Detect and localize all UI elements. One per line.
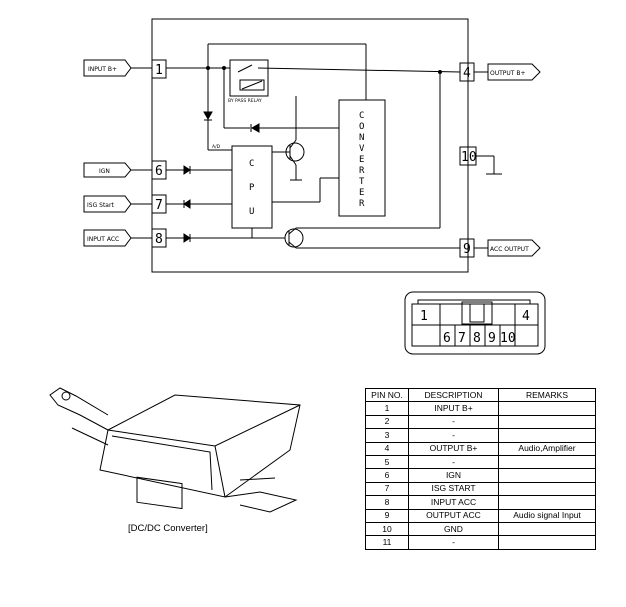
cell-pin-no: 10 [365,521,409,537]
label-acc-output: ACC OUTPUT [490,246,529,253]
label-ign: IGN [99,168,110,175]
header-pin-no: PIN NO. [365,387,409,403]
pin-label-6: 6 [155,164,163,179]
input-acc-connector [83,229,132,247]
cpu-letter: P [249,183,255,193]
table-row: 11- [365,535,596,550]
table-row: 3- [365,428,596,443]
pin-label-8: 8 [155,232,163,247]
cell-pin-no: 1 [365,401,409,416]
input-b-connector [83,59,132,77]
converter-letter: R [359,166,365,176]
cell-remarks [498,481,596,497]
cell-pin-no: 11 [365,535,409,550]
cpu-letter: U [249,207,254,217]
converter-letter: E [359,188,364,198]
connector-pin-1: 1 [420,309,428,324]
pin-label-7: 7 [155,198,163,213]
cell-description: ISG START [408,481,499,497]
cell-pin-no: 7 [365,481,409,497]
pin-label-1: 1 [155,63,163,78]
converter-letter: N [359,133,364,143]
module-outline [151,18,469,273]
illustration-caption: [DC/DC Converter] [128,523,208,534]
cell-remarks [498,495,596,510]
ign-connector [83,162,132,178]
cell-pin-no: 8 [365,495,409,510]
cell-remarks [498,414,596,430]
cell-description: - [408,535,499,550]
label-output-b: OUTPUT B+ [490,70,526,77]
table-row: 2- [365,414,596,430]
cell-remarks [498,454,596,470]
connector-pin-6: 6 [443,331,451,346]
label-input-b: INPUT B+ [88,66,117,73]
connector-pin-7: 7 [458,331,466,346]
cell-description: - [408,414,499,430]
connector-pin-9: 9 [488,331,496,346]
cell-remarks: Audio signal Input [498,508,596,523]
table-row: 5- [365,454,596,470]
cell-pin-no: 6 [365,468,409,483]
cell-pin-no: 3 [365,428,409,443]
cell-pin-no: 4 [365,441,409,456]
converter-letter: V [359,144,365,154]
dc-dc-converter-illustration [49,387,301,513]
cell-remarks [498,428,596,443]
cell-description: OUTPUT ACC [408,508,499,523]
header-description: DESCRIPTION [408,387,499,403]
connector-pin-4: 4 [522,309,530,324]
connector-face [404,291,546,355]
output-b-connector [487,63,541,81]
converter-letter: T [359,177,365,187]
label-bypass-relay: BY PASS RELAY [228,98,262,104]
cell-description: - [408,454,499,470]
cell-description: INPUT B+ [408,401,499,416]
pin-label-4: 4 [463,66,471,81]
cpu-letter: C [249,159,254,169]
cell-remarks [498,401,596,416]
converter-letter: E [359,155,364,165]
pin-label-10: 10 [461,150,477,165]
cell-description: GND [408,521,499,537]
acc-output-connector [487,239,541,257]
cell-pin-no: 9 [365,508,409,523]
cell-remarks [498,535,596,550]
cell-description: - [408,428,499,443]
pin-box-1 [151,59,167,79]
bypass-relay [229,59,269,97]
converter-letter: C [359,111,364,121]
converter-letter: O [359,122,364,132]
isg-start-connector [83,195,132,213]
cell-pin-no: 5 [365,454,409,470]
table-header-row: PIN NO. DESCRIPTION REMARKS [365,387,596,403]
cell-description: IGN [408,468,499,483]
label-input-acc: INPUT ACC [87,236,119,243]
label-isg-start: ISG Start [87,202,114,209]
cell-remarks [498,521,596,537]
connector-pin-10: 10 [500,331,516,346]
pin-label-9: 9 [463,242,471,257]
label-ad: A/D [212,144,221,150]
header-remarks: REMARKS [498,387,596,403]
cell-description: OUTPUT B+ [408,441,499,456]
converter-block [338,99,386,217]
cell-remarks [498,468,596,483]
connector-pin-8: 8 [473,331,481,346]
cell-description: INPUT ACC [408,495,499,510]
cell-remarks: Audio,Amplifier [498,441,596,456]
cell-pin-no: 2 [365,414,409,430]
converter-letter: R [359,199,365,209]
